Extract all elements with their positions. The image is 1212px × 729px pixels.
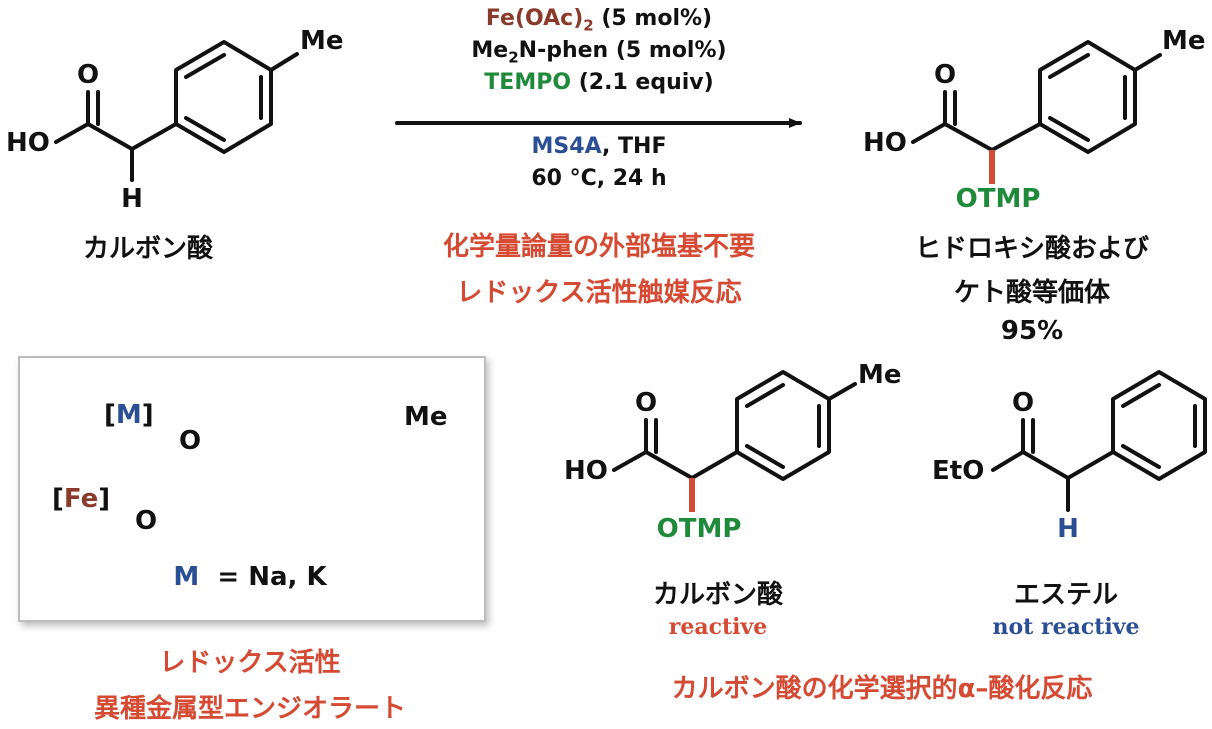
substrate-bonds [54, 40, 299, 182]
ester-carbonyl-oxygen: O [1011, 388, 1035, 418]
substrate-hydroxyl-label: HO [6, 128, 50, 158]
substrate-name: カルボン酸 [82, 234, 214, 264]
catalyst-formula: Fe(OAc) [485, 6, 584, 31]
substrate-carbonyl-oxygen: O [76, 60, 100, 90]
ligand-rest: N-phen (5 mol%) [518, 38, 727, 63]
solvent-name: , THF [602, 134, 667, 159]
product-hydroxyl-label: HO [863, 128, 907, 158]
product-methyl-label: Me [1162, 26, 1206, 56]
enolate-oxygen-top: O [178, 426, 202, 456]
additive-line: MS4A, THF [532, 134, 667, 159]
product-yield: 95% [1000, 316, 1064, 346]
selectivity-caption: カルボン酸の化学選択的α–酸化反応 [671, 674, 1093, 704]
ester-ethoxy-label: EtO [932, 456, 985, 486]
additive-name: MS4A [531, 134, 603, 159]
substrate-methyl-label: Me [300, 26, 344, 56]
enolate-caption-line1: レドックス活性 [159, 648, 341, 678]
catalyst-amount: (5 mol%) [593, 6, 713, 31]
enolate-metal-symbol: M [115, 400, 142, 430]
ester-name: エステル [1013, 580, 1119, 610]
ligand-prefix: Me [471, 38, 509, 63]
enolate-iron-symbol: Fe [63, 484, 99, 514]
substrate-alpha-hydrogen: H [121, 184, 143, 214]
ester-alpha-hydrogen: H [1057, 514, 1079, 544]
ligand-subscript: 2 [508, 48, 519, 67]
acid-bonds [612, 370, 857, 481]
product-name-line2: ケト酸等価体 [953, 278, 1111, 308]
condition-note-1: 化学量論量の外部塩基不要 [442, 232, 756, 262]
acid-hydroxyl-label: HO [564, 456, 608, 486]
enolate-metal-label: [M] [104, 400, 154, 430]
condition-note-2: レドックス活性触媒反応 [456, 278, 742, 308]
ester-status: not reactive [992, 614, 1140, 640]
oxidant-amount: (2.1 equiv) [571, 70, 714, 95]
catalyst-subscript: 2 [583, 16, 594, 35]
enolate-caption-line2: 異種金属型エンジオラート [93, 694, 407, 724]
product-otmp-label: OTMP [955, 184, 1041, 214]
temperature-time: 60 °C, 24 h [531, 166, 667, 191]
acid-carbonyl-oxygen: O [634, 388, 658, 418]
enolate-iron-label: [Fe] [52, 484, 111, 514]
acid-name: カルボン酸 [652, 580, 784, 610]
acid-methyl-label: Me [858, 360, 902, 390]
product-bonds [911, 40, 1162, 154]
ester-bonds [991, 370, 1207, 512]
enolate-methyl-label: Me [404, 402, 448, 432]
enolate-oxygen-bottom: O [134, 506, 158, 536]
m-symbol: M [173, 562, 200, 592]
enolate-m-definition: M = Na, K [173, 562, 326, 592]
enolate-inset-box [18, 356, 486, 622]
ligand-line: Me2N-phen (5 mol%) [471, 38, 726, 66]
acid-otmp-label: OTMP [656, 514, 742, 544]
product-name-line1: ヒドロキシ酸および [914, 234, 1150, 264]
oxidant-line: TEMPO (2.1 equiv) [484, 70, 713, 95]
catalyst-line: Fe(OAc)2 (5 mol%) [486, 6, 712, 34]
m-definition-text: = Na, K [217, 562, 327, 592]
product-carbonyl-oxygen: O [933, 60, 957, 90]
oxidant-name: TEMPO [484, 70, 572, 95]
acid-status: reactive [668, 614, 768, 640]
